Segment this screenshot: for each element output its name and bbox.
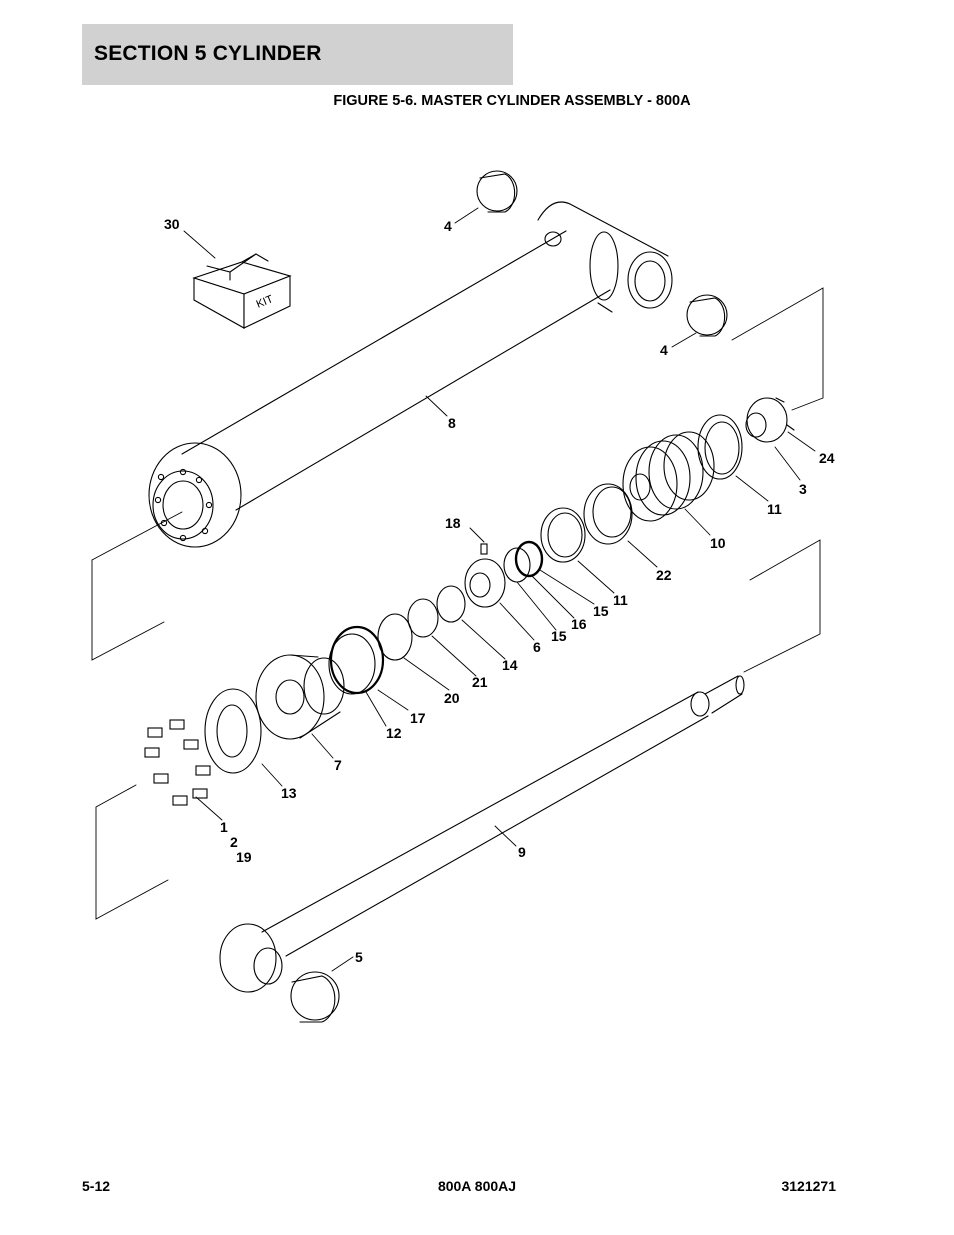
callout-24: 24	[819, 450, 835, 466]
ring-11-upper	[697, 414, 743, 480]
callout-11: 11	[613, 592, 628, 608]
bolt-group	[144, 719, 211, 806]
callout-6: 6	[533, 639, 541, 655]
callout-4: 4	[660, 342, 668, 358]
callout-15: 15	[593, 603, 609, 619]
callout-18: 18	[445, 515, 461, 531]
section-header: SECTION 5 CYLINDER	[82, 24, 513, 85]
callout-1: 1	[220, 819, 228, 835]
ring-11-upper-inner	[704, 421, 740, 475]
figure-title: FIGURE 5-6. MASTER CYLINDER ASSEMBLY - 8…	[333, 93, 691, 109]
callout-16: 16	[571, 616, 587, 632]
bushing-upper	[476, 170, 518, 213]
bushing-lower	[290, 971, 340, 1023]
section-title: SECTION 5 CYLINDER	[94, 42, 322, 65]
cylinder-head	[255, 654, 345, 740]
callout-10: 10	[710, 535, 726, 551]
callout-22: 22	[656, 567, 672, 583]
callout-4: 4	[444, 218, 452, 234]
backup-ring-12	[328, 633, 376, 695]
ring-11-lower	[540, 507, 586, 563]
piston-rod	[219, 675, 745, 993]
cylinder-barrel	[148, 201, 673, 548]
callout-14: 14	[502, 657, 518, 673]
leader-lines	[183, 207, 816, 972]
callout-5: 5	[355, 949, 363, 965]
piston	[622, 431, 715, 522]
callout-3: 3	[799, 481, 807, 497]
callout-13: 13	[281, 785, 297, 801]
kit-box: KIT	[192, 253, 292, 329]
callout-15: 15	[551, 628, 567, 644]
locknut	[745, 397, 795, 443]
callout-20: 20	[444, 690, 460, 706]
set-screw-18	[480, 543, 488, 555]
seal-20	[377, 613, 413, 661]
model-number: 800A 800AJ	[437, 1178, 517, 1194]
o-ring-15	[514, 540, 544, 578]
callout-21: 21	[472, 674, 488, 690]
document-number: 3121271	[781, 1178, 836, 1194]
callout-19: 19	[236, 849, 252, 865]
assembly-guide-lines	[91, 287, 824, 920]
callout-7: 7	[334, 757, 342, 773]
spacer-6	[464, 558, 506, 608]
seal-14	[436, 585, 466, 623]
callout-17: 17	[410, 710, 426, 726]
bushing-right	[686, 294, 728, 337]
callout-2: 2	[230, 834, 238, 850]
page-number: 5-12	[82, 1178, 111, 1194]
seal-21	[407, 598, 439, 638]
callout-8: 8	[448, 415, 456, 431]
callout-11: 11	[767, 501, 782, 517]
flange-plate	[204, 688, 262, 774]
callout-9: 9	[518, 844, 526, 860]
callout-12: 12	[386, 725, 402, 741]
wear-ring-22	[583, 483, 633, 545]
callout-30: 30	[164, 216, 180, 232]
